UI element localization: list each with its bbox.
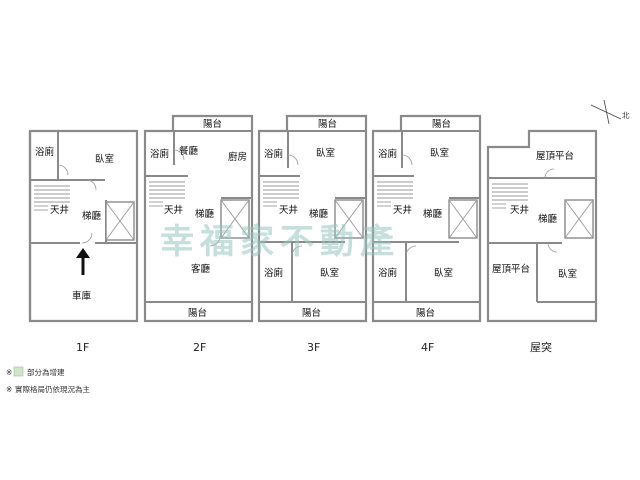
- floor-1f: 浴廁 臥室 天井 梯廳 車庫 1F: [28, 129, 139, 354]
- 4f-bedroom-bottom-label: 臥室: [434, 267, 453, 279]
- disclaimer-text: 實際格局仍依現況為主: [15, 384, 90, 394]
- 2f-stairs: [149, 181, 185, 207]
- 3f-bedroom-bottom-label: 臥室: [320, 267, 339, 279]
- legend-text: 部分為增建: [27, 367, 65, 377]
- 2f-bath-label: 浴廁: [150, 148, 170, 160]
- 3f-stair-label: 梯廳: [309, 208, 329, 220]
- 4f-stair-label: 梯廳: [423, 208, 443, 220]
- 4f-bath-top-label: 浴廁: [378, 148, 398, 160]
- 4f-balcony-bottom-label: 陽台: [416, 307, 435, 319]
- 3f-bath-bottom-label: 浴廁: [264, 267, 284, 279]
- 2f-kitchen-label: 廚房: [228, 151, 247, 163]
- roof-stairs: [492, 183, 528, 209]
- legend-swatch: [13, 366, 24, 377]
- 3f-bath-top-label: 浴廁: [264, 148, 284, 160]
- 1f-atrium-label: 天井: [50, 204, 69, 216]
- north-label: 北: [622, 111, 630, 120]
- 1f-bath-label: 浴廁: [35, 146, 55, 158]
- roof-stair-label: 梯廳: [538, 213, 558, 225]
- 3f-balcony-top-label: 陽台: [318, 118, 337, 130]
- 3f-bedroom-top-label: 臥室: [316, 147, 335, 159]
- north-arrow: 北: [590, 99, 630, 125]
- 1f-bedroom-label: 臥室: [95, 153, 114, 165]
- 2f-stair-label: 梯廳: [195, 208, 215, 220]
- legend: ※ 部分為增建 ※ 實際格局仍依現況為主: [6, 366, 90, 394]
- floor-3f: 陽台 浴廁 臥室 天井 梯廳 浴廁 臥室 陽台 3F: [257, 114, 368, 354]
- disclaimer-mark: ※: [6, 385, 12, 394]
- 3f-balcony-bottom-label: 陽台: [302, 307, 321, 319]
- 1f-garage-label: 車庫: [72, 290, 92, 302]
- roof-atrium-label: 天井: [510, 204, 529, 216]
- 2f-balcony-top-label: 陽台: [203, 118, 222, 130]
- garage-entry-arrow-icon: [76, 248, 90, 275]
- 4f-title: 4F: [421, 341, 434, 354]
- 3f-title: 3F: [307, 341, 320, 354]
- 1f-stair-label: 梯廳: [82, 210, 102, 222]
- floor-4f: 陽台 浴廁 臥室 天井 梯廳 浴廁 臥室 陽台 4F: [371, 114, 482, 354]
- legend-mark: ※: [6, 368, 12, 377]
- 2f-outline: [143, 114, 254, 323]
- roof-terrace-top-label: 屋頂平台: [536, 150, 574, 162]
- 2f-balcony-bottom-label: 陽台: [188, 307, 207, 319]
- floor-roof: 屋頂平台 天井 梯廳 屋頂平台 臥室 屋突: [486, 129, 598, 354]
- roof-bedroom-label: 臥室: [558, 268, 577, 280]
- 2f-atrium-label: 天井: [164, 204, 183, 216]
- 3f-stairs: [263, 181, 299, 207]
- 1f-title: 1F: [76, 341, 89, 354]
- watermark: 幸福家不動產: [160, 222, 400, 262]
- 3f-atrium-label: 天井: [279, 204, 298, 216]
- 4f-bath-bottom-label: 浴廁: [378, 267, 398, 279]
- 1f-stairs: [34, 185, 70, 211]
- 4f-balcony-top-label: 陽台: [432, 118, 451, 130]
- 2f-title: 2F: [193, 341, 206, 354]
- 2f-living-label: 客廳: [191, 263, 211, 275]
- 4f-stairs: [377, 181, 413, 207]
- 2f-dining-label: 餐廳: [179, 145, 199, 157]
- 4f-bedroom-top-label: 臥室: [430, 147, 449, 159]
- floor-2f: 陽台 浴廁 餐廳 廚房 天井 梯廳 客廳 陽台 2F: [143, 114, 254, 354]
- roof-title: 屋突: [530, 340, 552, 354]
- 4f-atrium-label: 天井: [393, 204, 412, 216]
- roof-terrace-bottom-label: 屋頂平台: [492, 263, 530, 275]
